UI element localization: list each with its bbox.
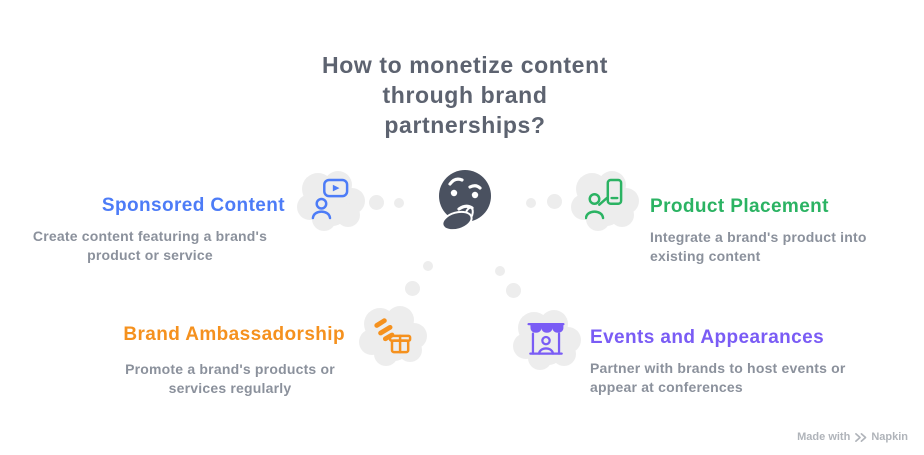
thought-dot	[526, 198, 536, 208]
thought-dot	[394, 198, 404, 208]
title-line: How to monetize content	[322, 52, 608, 78]
thought-dot	[369, 195, 384, 210]
item-label: Product Placement	[650, 196, 829, 217]
thought-cloud	[356, 302, 428, 366]
thought-dot	[423, 261, 433, 271]
title-line: through brand	[382, 82, 548, 108]
watermark-brand: Napkin	[871, 431, 908, 443]
thought-dot	[405, 281, 420, 296]
brand-stripes-gift-icon	[356, 302, 428, 366]
product-display-icon	[568, 167, 640, 231]
thought-cloud	[294, 167, 366, 231]
item-label: Brand Ambassadorship	[123, 324, 345, 345]
item-description: Integrate a brand's product into existin…	[650, 229, 867, 264]
thought-dot	[506, 283, 521, 298]
title-line: partnerships?	[384, 112, 546, 138]
napkin-logo-icon	[854, 432, 867, 443]
thought-cloud	[510, 306, 582, 370]
item-label: Events and Appearances	[590, 327, 825, 348]
event-booth-icon	[510, 306, 582, 370]
item-label: Sponsored Content	[101, 195, 285, 216]
napkin-watermark[interactable]: Made with Napkin	[797, 431, 908, 443]
video-creator-icon	[294, 167, 366, 231]
item-description: Promote a brand's products or services r…	[125, 361, 335, 396]
item-description: Create content featuring a brand's produ…	[32, 228, 268, 263]
page-title: How to monetize content through brand pa…	[242, 50, 688, 140]
item-description: Partner with brands to host events or ap…	[590, 360, 846, 395]
thought-cloud	[568, 167, 640, 231]
thinking-face-icon	[430, 164, 500, 234]
thought-dot	[547, 194, 562, 209]
watermark-text: Made with	[797, 431, 851, 443]
thought-dot	[495, 266, 505, 276]
